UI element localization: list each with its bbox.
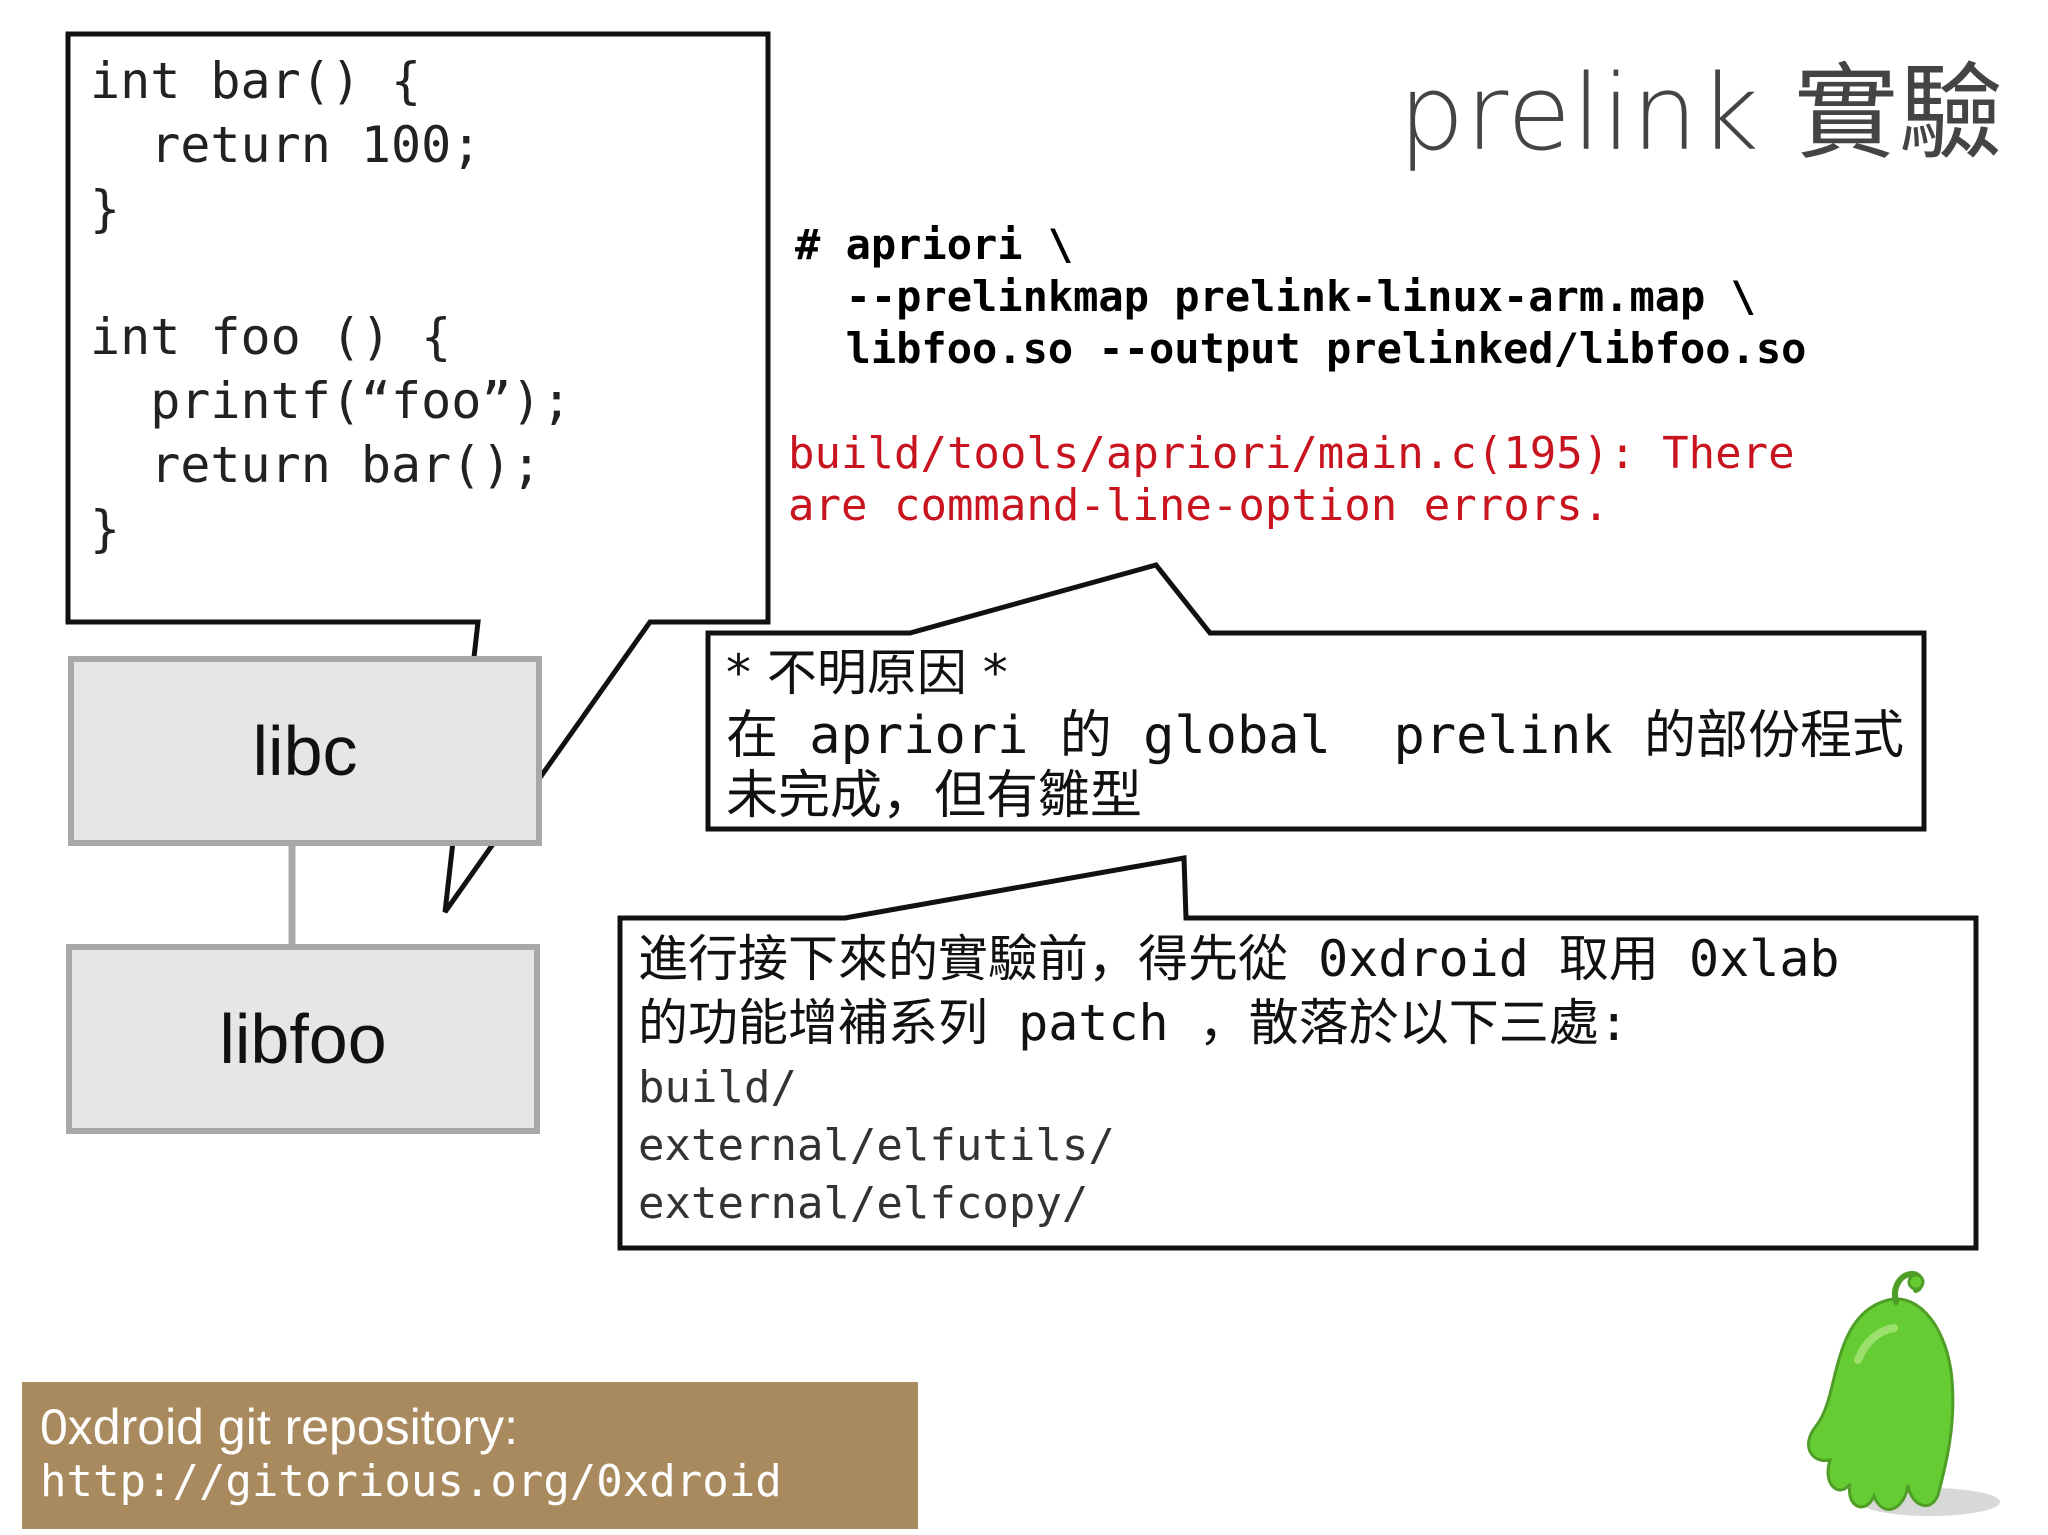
note-line: 未完成，但有雛型 [726,770,1142,822]
command-line: # apriori \ [795,224,1073,266]
libc-box: libc [68,656,542,846]
error-line: build/tools/apriori/main.c(195): There [788,432,1795,476]
note-line: * 不明原因 * [726,648,1008,698]
error-line: are command-line-option errors. [788,484,1609,528]
repo-title: 0xdroid git repository: [40,1398,518,1456]
code-line: int foo () { [90,312,451,362]
code-line: int bar() { [90,56,421,106]
libc-label: libc [252,711,357,791]
note-line: 的功能增補系列 patch ，散落於以下三處: [638,998,1629,1048]
code-line: } [90,504,120,554]
code-line: } [90,184,120,234]
note-line: 進行接下來的實驗前，得先從 0xdroid 取用 0xlab [638,934,1840,984]
code-line: return bar(); [90,440,542,490]
note-line: 在 apriori 的 global prelink 的部份程式 [726,710,1904,762]
path-line: build/ [638,1066,797,1110]
command-line: --prelinkmap prelink-linux-arm.map \ [795,276,1756,318]
repo-url-link[interactable]: http://gitorious.org/0xdroid [40,1456,782,1507]
libfoo-box: libfoo [66,944,540,1134]
command-line: libfoo.so --output prelinked/libfoo.so [795,328,1806,370]
libfoo-label: libfoo [219,999,386,1079]
code-line: return 100; [90,120,481,170]
code-line: printf(“foo”); [90,376,572,426]
path-line: external/elfcopy/ [638,1182,1088,1226]
green-blob-mascot-icon [1770,1260,2030,1530]
path-line: external/elfutils/ [638,1124,1115,1168]
